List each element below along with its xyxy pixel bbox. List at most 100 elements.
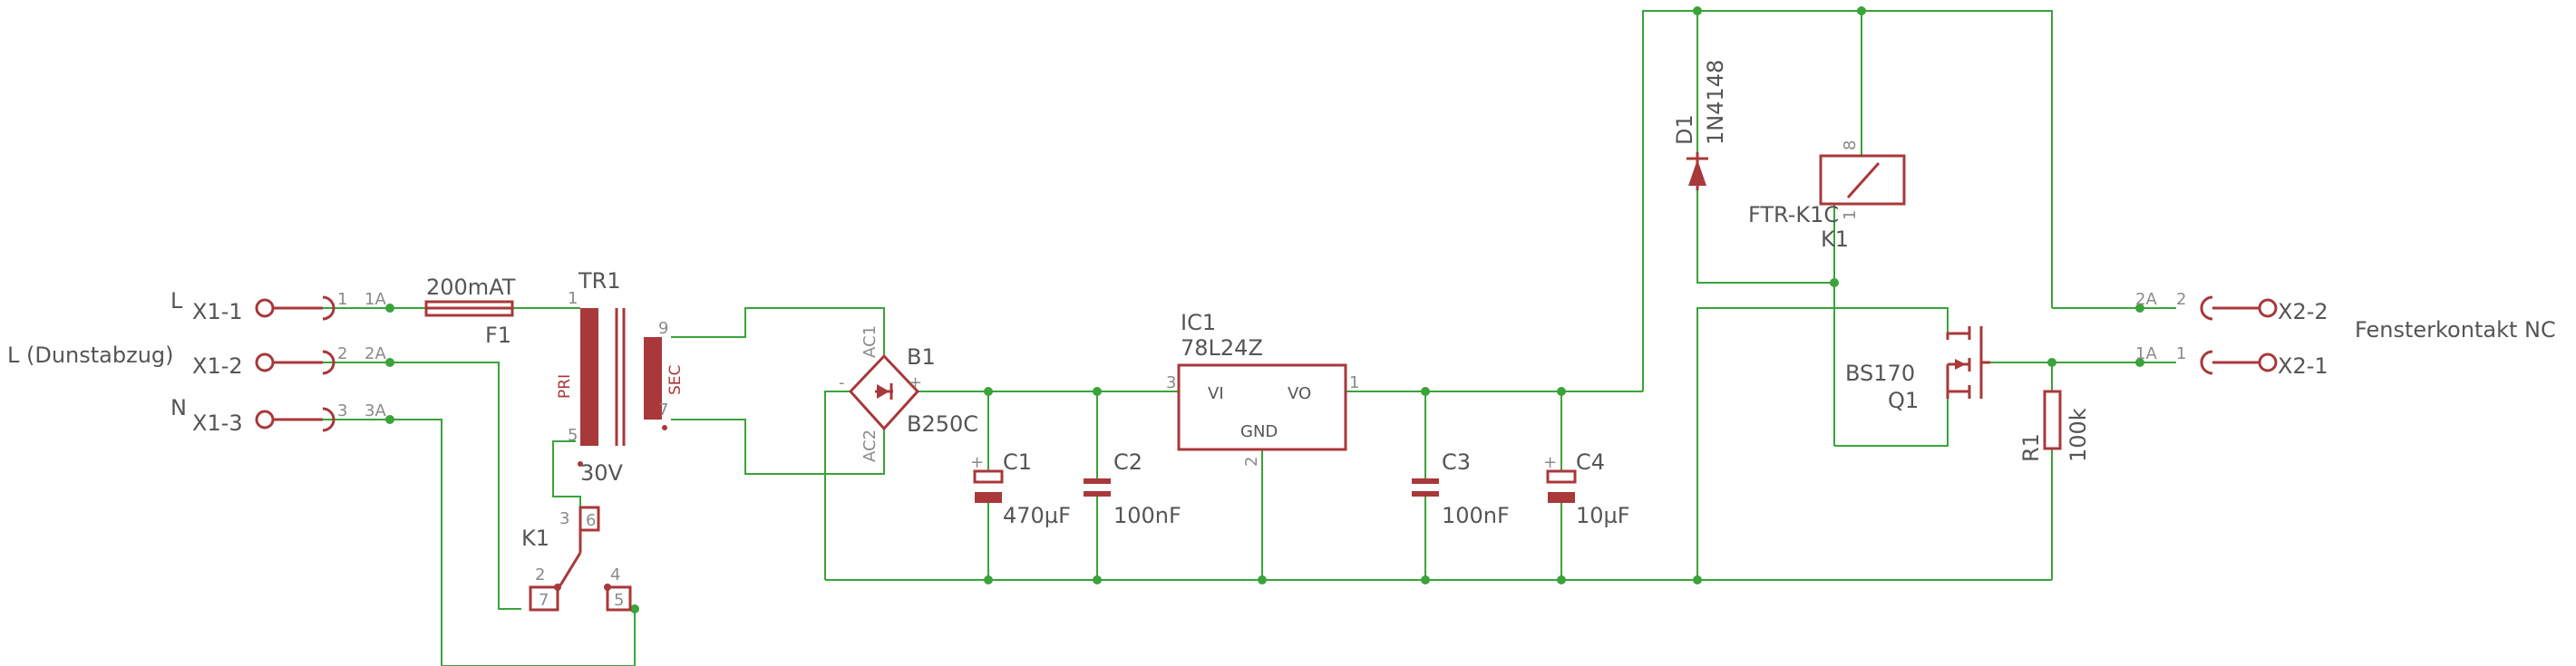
- polarity-mark: +: [1543, 453, 1557, 472]
- net-label-n: N: [170, 395, 187, 420]
- pin-number: 2: [535, 565, 545, 584]
- resistor-icon: [2043, 390, 2062, 450]
- plus-label: +: [909, 373, 922, 392]
- vi-pin-label: VI: [1208, 384, 1224, 403]
- relay-coil-icon: [1819, 154, 1906, 206]
- mosfet-value: BS170: [1845, 361, 1915, 386]
- socket-icon: [322, 350, 335, 375]
- gnd-pin-label: GND: [1240, 422, 1278, 441]
- diode-value: 1N4148: [1703, 60, 1728, 145]
- connector-name: X2-2: [2278, 299, 2328, 324]
- vo-pin-label: VO: [1288, 384, 1311, 403]
- rectifier-b1[interactable]: AC1 AC2 + - B1 B250C: [839, 325, 978, 462]
- capacitor-name: C1: [1003, 449, 1032, 475]
- capacitor-value: 100nF: [1442, 503, 1510, 528]
- pad-label: 2A: [2135, 290, 2157, 309]
- pin-number: 7: [658, 401, 668, 420]
- pin-number: 7: [539, 591, 549, 610]
- regulator-ic1[interactable]: IC1 78L24Z VI VO GND 3 1 2: [1166, 310, 1359, 467]
- transformer-tr1[interactable]: TR1 PRI SEC 1 5 9 7 30V: [556, 268, 685, 486]
- terminal-icon: [2258, 352, 2278, 372]
- connector-x2-2[interactable]: 2A 2 X2-2: [2135, 290, 2328, 324]
- fuse-value: 200mAT: [426, 275, 516, 300]
- pin-number: 3: [1166, 373, 1176, 392]
- capacitor-c2[interactable]: C2 100nF: [1084, 449, 1181, 528]
- relay-coil-value: FTR-K1C: [1748, 202, 1839, 227]
- wires: [299, 10, 2176, 666]
- connector-x1-2[interactable]: L (Dunstabzug) X1-2 2 2A: [7, 343, 386, 379]
- net-label-l-dunstabzug: L (Dunstabzug): [7, 343, 174, 368]
- bridge-rectifier-icon: [848, 353, 920, 431]
- connector-x2-1[interactable]: 1A 1 X2-1: [2135, 344, 2328, 379]
- primary-winding-icon: [580, 308, 598, 446]
- ac1-label: AC1: [860, 325, 880, 358]
- pin-number: 1: [2176, 344, 2186, 363]
- diode-d1[interactable]: D1 1N4148: [1672, 60, 1728, 190]
- connector-name: X1-2: [192, 353, 243, 379]
- socket-icon: [2200, 350, 2213, 375]
- pin-number: 9: [658, 319, 668, 338]
- pin-box: [529, 585, 559, 612]
- connector-x1-3[interactable]: N X1-3 3 3A: [170, 395, 386, 436]
- fuse-f1[interactable]: 200mAT F1: [424, 275, 516, 348]
- pin-number: 8: [1841, 140, 1860, 150]
- fensterkontakt-label: Fensterkontakt NC: [2355, 317, 2556, 343]
- pin-number: 6: [586, 511, 596, 530]
- pin-box: [606, 585, 632, 612]
- mosfet-name: Q1: [1888, 388, 1919, 413]
- pin-box: [578, 506, 600, 532]
- pad-label: 1A: [365, 290, 386, 309]
- capacitor-icon: [1084, 478, 1111, 484]
- pin-number: 3: [337, 401, 347, 420]
- pin-number: 5: [614, 591, 624, 610]
- electrolytic-capacitor-icon: [1546, 469, 1577, 484]
- connector-name: X1-1: [192, 299, 243, 324]
- transformer-name: TR1: [578, 268, 621, 294]
- junction-dots: [385, 6, 2144, 613]
- sec-label: SEC: [666, 365, 685, 395]
- regulator-name: IC1: [1181, 310, 1216, 335]
- capacitor-c1[interactable]: + C1 470µF: [970, 449, 1071, 528]
- pri-label: PRI: [556, 374, 574, 399]
- relay-coil-k1[interactable]: 8 1 FTR-K1C K1: [1748, 140, 1906, 252]
- pad-label: 1A: [2135, 344, 2157, 363]
- mosfet-q1[interactable]: BS170 Q1: [1845, 326, 1990, 413]
- transformer-value: 30V: [580, 460, 624, 486]
- terminal-icon: [255, 410, 275, 430]
- rectifier-value: B250C: [907, 411, 978, 437]
- capacitor-name: C2: [1113, 449, 1142, 475]
- pin-number: 4: [610, 565, 620, 584]
- relay-contact-k1[interactable]: K1 6 3 2 4 7 5: [521, 506, 632, 612]
- secondary-winding-icon: [644, 337, 662, 420]
- capacitor-value: 100nF: [1113, 503, 1181, 528]
- pin-number: 2: [337, 344, 347, 363]
- ac2-label: AC2: [860, 430, 880, 462]
- pad-label: 3A: [365, 401, 386, 420]
- pin-number: 3: [559, 509, 569, 528]
- resistor-value: 100k: [2066, 408, 2091, 462]
- regulator-body-icon: [1177, 363, 1347, 451]
- diode-name: D1: [1672, 114, 1697, 145]
- connector-name: X2-1: [2278, 353, 2328, 379]
- capacitor-icon: [1412, 478, 1439, 484]
- pin-number: 1: [568, 289, 578, 308]
- pin-number: 1: [337, 290, 347, 309]
- connector-name: X1-3: [192, 410, 243, 436]
- pin-number: 1: [1349, 373, 1359, 392]
- relay-coil-name: K1: [1821, 227, 1849, 252]
- pad-label: 2A: [365, 344, 386, 363]
- terminal-icon: [255, 352, 275, 372]
- pin-number: 2: [2176, 290, 2186, 309]
- capacitor-c4[interactable]: + C4 10µF: [1543, 449, 1630, 528]
- socket-icon: [322, 407, 335, 432]
- diode-icon: [1688, 159, 1706, 186]
- pin-number: 2: [1242, 457, 1261, 467]
- capacitor-value: 10µF: [1576, 503, 1630, 528]
- connector-x1-1[interactable]: L X1-1 1 1A: [170, 288, 386, 324]
- rectifier-name: B1: [907, 344, 936, 370]
- socket-icon: [322, 295, 335, 321]
- resistor-r1[interactable]: R1 100k: [2018, 390, 2091, 462]
- capacitor-c3[interactable]: C3 100nF: [1412, 449, 1510, 528]
- terminal-icon: [2258, 298, 2278, 318]
